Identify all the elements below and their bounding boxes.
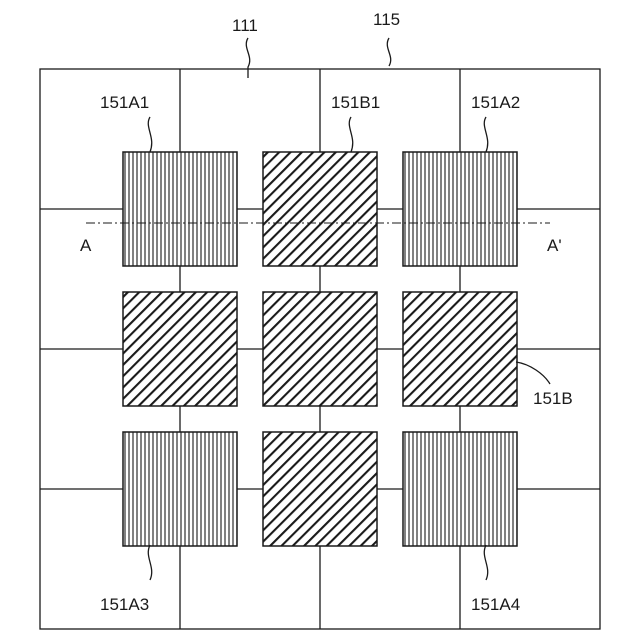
leader-151a2 xyxy=(484,117,487,152)
leader-151a1 xyxy=(148,117,151,152)
label-section-a-prime: A' xyxy=(547,236,562,255)
label-151a1: 151A1 xyxy=(100,93,149,112)
pad-r2-c2-diagonal xyxy=(263,292,377,406)
label-111: 111 xyxy=(232,16,258,35)
label-115: 115 xyxy=(373,10,400,29)
pad-r1-c1-vertical xyxy=(123,152,237,266)
label-151a3: 151A3 xyxy=(100,595,149,614)
pad-r1-c2-diagonal xyxy=(263,152,377,266)
pad-r3-c2-diagonal xyxy=(263,432,377,546)
label-section-a: A xyxy=(80,236,92,255)
leader-151a4 xyxy=(484,545,487,580)
pad-r1-c3-vertical xyxy=(403,152,517,266)
pad-r3-c1-vertical xyxy=(123,432,237,546)
leader-151a3 xyxy=(148,545,151,580)
leader-115 xyxy=(387,38,390,66)
pad-r2-c3-diagonal xyxy=(403,292,517,406)
leader-151b xyxy=(516,362,550,384)
leader-151b1 xyxy=(349,117,352,152)
leader-111 xyxy=(246,38,249,78)
label-151b1: 151B1 xyxy=(331,93,380,112)
pad-array xyxy=(123,152,517,546)
label-151a4: 151A4 xyxy=(471,595,520,614)
pad-r2-c1-diagonal xyxy=(123,292,237,406)
label-151a2: 151A2 xyxy=(471,93,520,112)
label-151b: 151B xyxy=(533,389,573,408)
pad-r3-c3-vertical xyxy=(403,432,517,546)
